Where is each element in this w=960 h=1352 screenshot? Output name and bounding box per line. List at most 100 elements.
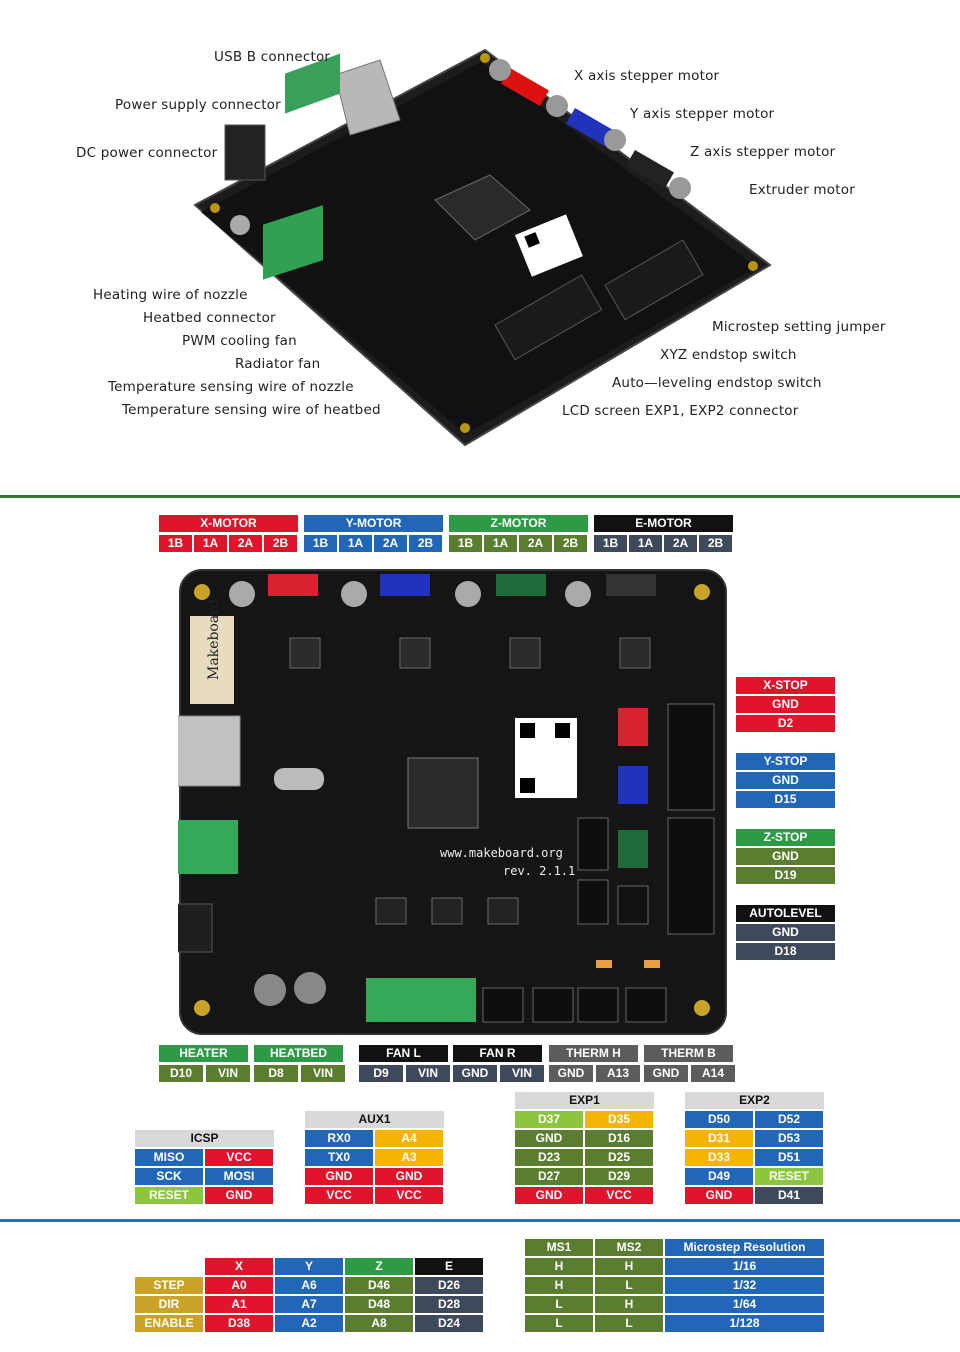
ms-cell: H xyxy=(525,1258,593,1275)
ms-cell: 1/16 xyxy=(665,1258,824,1275)
conn-header-3: FAN L xyxy=(359,1045,448,1062)
aux1-pin: A4 xyxy=(375,1130,443,1147)
exp2-pin: D49 xyxy=(685,1168,753,1185)
label-dc-power: DC power connector xyxy=(76,145,218,161)
stop-pin: D2 xyxy=(736,715,835,732)
conn-header-4: FAN R xyxy=(453,1045,542,1062)
motor-pin: 2B xyxy=(699,535,732,552)
axis-cell: A6 xyxy=(275,1277,343,1294)
motor-pin: 1A xyxy=(484,535,517,552)
axis-header: E xyxy=(415,1258,483,1275)
aux1-pin: TX0 xyxy=(305,1149,373,1166)
label-lcd: LCD screen EXP1, EXP2 connector xyxy=(562,403,799,419)
exp1-pin: VCC xyxy=(585,1187,653,1204)
label-temp-nozzle: Temperature sensing wire of nozzle xyxy=(108,379,354,395)
motor-header-4: E-MOTOR xyxy=(594,515,733,532)
label-pwm-fan: PWM cooling fan xyxy=(182,333,297,349)
motor-pin: 1B xyxy=(594,535,627,552)
axis-row-label: STEP xyxy=(135,1277,203,1294)
board-brand: Makeboard xyxy=(206,599,222,680)
stop-pin: D19 xyxy=(736,867,835,884)
axis-cell: D48 xyxy=(345,1296,413,1313)
axis-cell: D46 xyxy=(345,1277,413,1294)
motor-pin: 2B xyxy=(264,535,297,552)
stop-header-3: Z-STOP xyxy=(736,829,835,846)
stop-pin: GND xyxy=(736,696,835,713)
conn-pin: D8 xyxy=(254,1065,298,1082)
stop-pin: GND xyxy=(736,924,835,941)
axis-cell: D38 xyxy=(205,1315,273,1332)
conn-header-6: THERM B xyxy=(644,1045,733,1062)
exp1-pin: GND xyxy=(515,1130,583,1147)
exp1-pin: D37 xyxy=(515,1111,583,1128)
conn-pin: GND xyxy=(644,1065,688,1082)
motor-pin: 1A xyxy=(629,535,662,552)
conn-header-1: HEATER xyxy=(159,1045,248,1062)
label-heating-wire: Heating wire of nozzle xyxy=(93,287,248,303)
conn-pin: A14 xyxy=(691,1065,735,1082)
icsp-pin: MISO xyxy=(135,1149,203,1166)
motor-pin: 2B xyxy=(554,535,587,552)
axis-cell: D24 xyxy=(415,1315,483,1332)
exp1-pin: D35 xyxy=(585,1111,653,1128)
label-heatbed: Heatbed connector xyxy=(143,310,276,326)
conn-pin: GND xyxy=(453,1065,497,1082)
ms-cell: H xyxy=(525,1277,593,1294)
label-extruder: Extruder motor xyxy=(749,182,855,198)
icsp-pin: RESET xyxy=(135,1187,203,1204)
exp1-pin: D16 xyxy=(585,1130,653,1147)
axis-row-label: DIR xyxy=(135,1296,203,1313)
motor-header-1: X-MOTOR xyxy=(159,515,298,532)
exp2-pin: D31 xyxy=(685,1130,753,1147)
axis-cell: A1 xyxy=(205,1296,273,1313)
axis-header: X xyxy=(205,1258,273,1275)
motor-pin: 2A xyxy=(374,535,407,552)
aux1-pin: GND xyxy=(375,1168,443,1185)
label-radiator-fan: Radiator fan xyxy=(235,356,321,372)
ms-cell: 1/64 xyxy=(665,1296,824,1313)
exp1-pin: GND xyxy=(515,1187,583,1204)
axis-cell: A7 xyxy=(275,1296,343,1313)
icsp-pin: VCC xyxy=(205,1149,273,1166)
exp1-pin: D27 xyxy=(515,1168,583,1185)
stop-header-4: AUTOLEVEL xyxy=(736,905,835,922)
motor-pin: 2A xyxy=(519,535,552,552)
stop-pin: GND xyxy=(736,772,835,789)
stop-pin: D15 xyxy=(736,791,835,808)
exp2-pin: D51 xyxy=(755,1149,823,1166)
exp2-pin: D53 xyxy=(755,1130,823,1147)
motor-header-2: Y-MOTOR xyxy=(304,515,443,532)
exp2-pin: RESET xyxy=(755,1168,823,1185)
ms-cell: L xyxy=(525,1315,593,1332)
motor-pin: 2B xyxy=(409,535,442,552)
label-autolevel-endstop: Auto—leveling endstop switch xyxy=(612,375,822,391)
aux1-pin: VCC xyxy=(375,1187,443,1204)
axis-cell: D28 xyxy=(415,1296,483,1313)
aux1-pin: A3 xyxy=(375,1149,443,1166)
icsp-pin: SCK xyxy=(135,1168,203,1185)
exp2-pin: D41 xyxy=(755,1187,823,1204)
ms-cell: 1/128 xyxy=(665,1315,824,1332)
conn-pin: GND xyxy=(549,1065,593,1082)
board-rev: rev. 2.1.1 xyxy=(503,864,576,878)
stop-header-1: X-STOP xyxy=(736,677,835,694)
conn-pin: D10 xyxy=(159,1065,203,1082)
axis-cell: A0 xyxy=(205,1277,273,1294)
motor-pin: 1B xyxy=(304,535,337,552)
board-url: www.makeboard.org xyxy=(440,846,563,860)
label-x-motor: X axis stepper motor xyxy=(574,68,720,84)
label-z-motor: Z axis stepper motor xyxy=(690,144,836,160)
ms-header: MS1 xyxy=(525,1239,593,1256)
exp1-pin: D25 xyxy=(585,1149,653,1166)
label-microstep: Microstep setting jumper xyxy=(712,319,886,335)
motor-header-3: Z-MOTOR xyxy=(449,515,588,532)
axis-header: Y xyxy=(275,1258,343,1275)
stop-pin: GND xyxy=(736,848,835,865)
exp1-pin: D23 xyxy=(515,1149,583,1166)
aux1-title: AUX1 xyxy=(305,1111,444,1128)
green-divider xyxy=(0,495,960,498)
ms-cell: H xyxy=(595,1258,663,1275)
exp2-pin: GND xyxy=(685,1187,753,1204)
conn-pin: VIN xyxy=(406,1065,450,1082)
exp1-pin: D29 xyxy=(585,1168,653,1185)
